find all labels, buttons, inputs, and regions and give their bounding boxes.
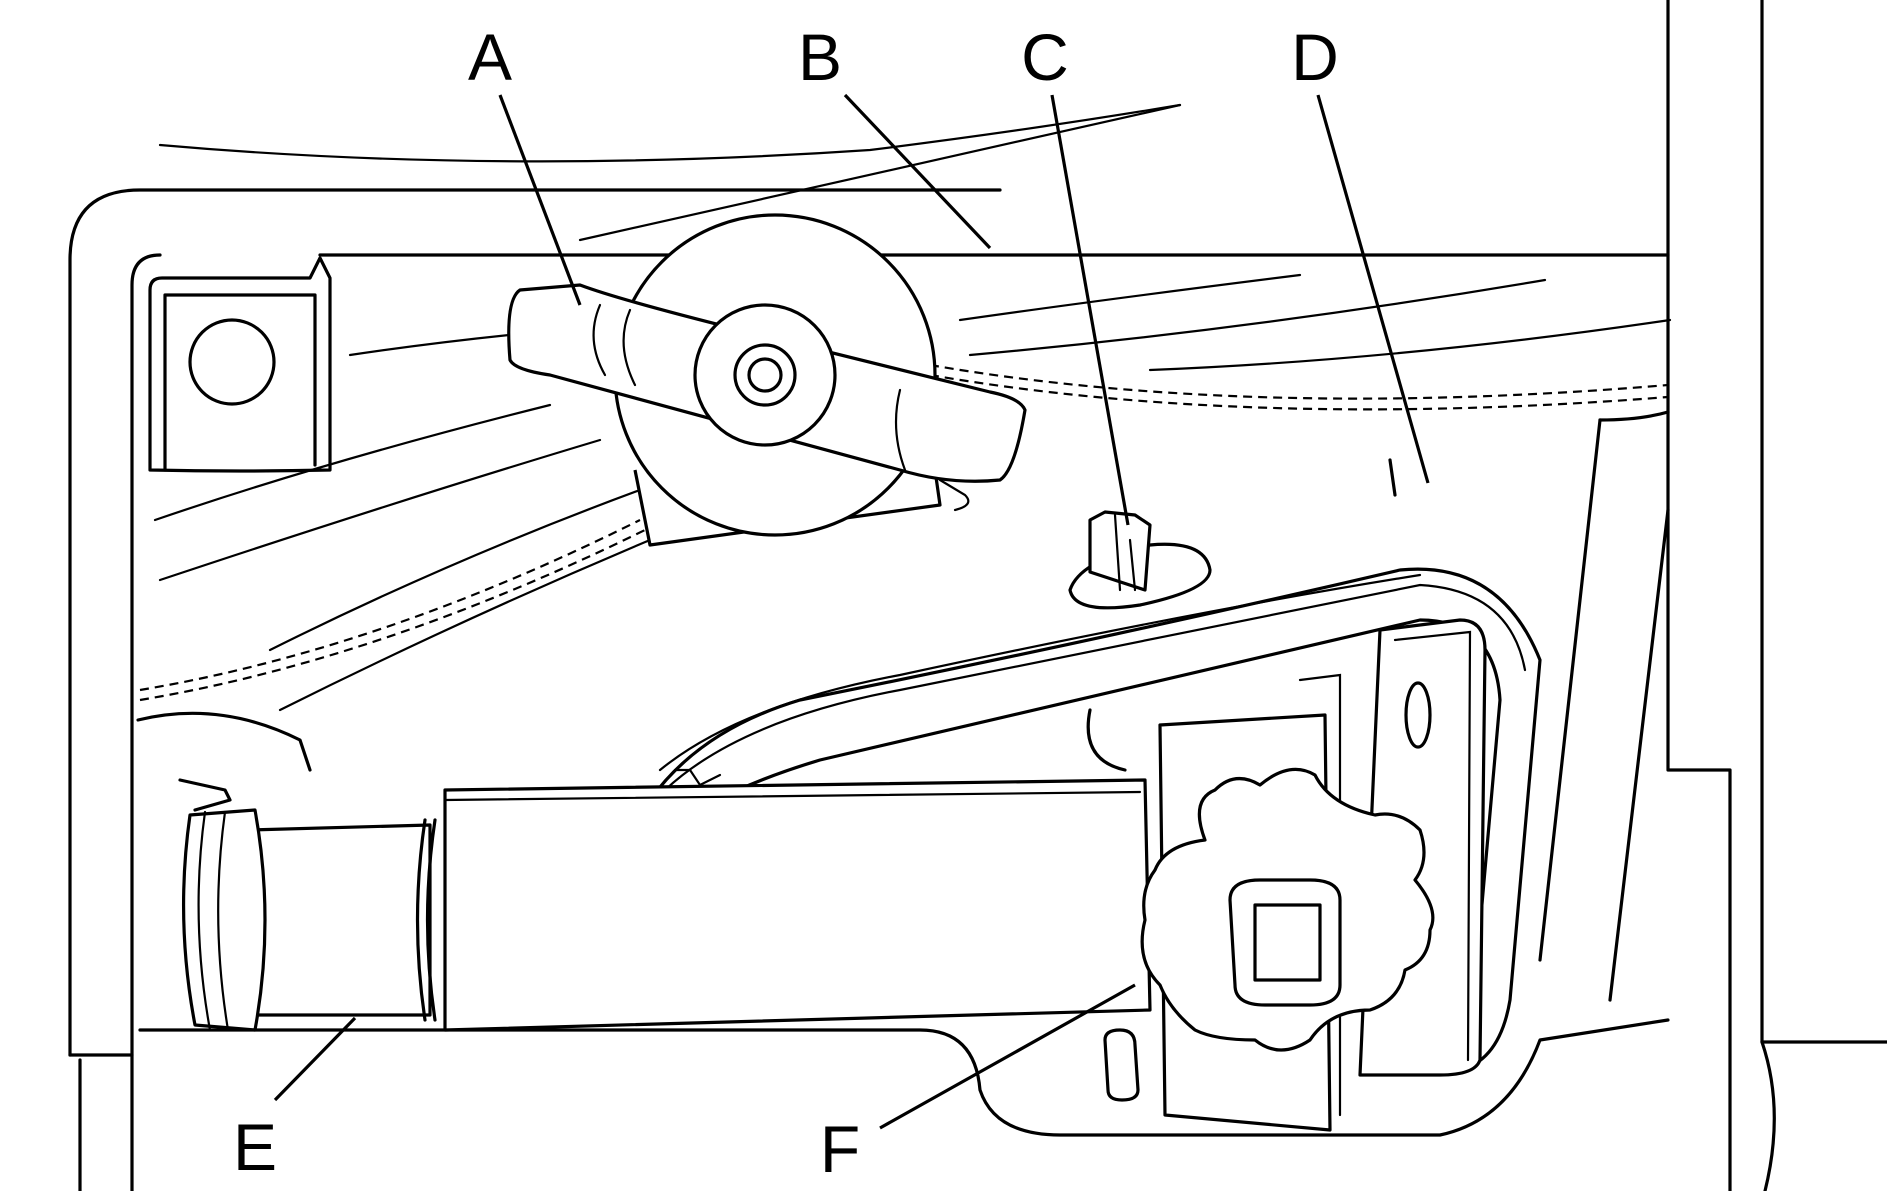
seat-contours	[136, 103, 1672, 772]
callout-label-d: D	[1291, 20, 1339, 94]
leader-line-b	[843, 93, 992, 250]
callout-label-b: B	[798, 20, 842, 94]
callout-labels: A B C D E F	[233, 20, 1339, 1186]
callout-label-e: E	[233, 1110, 277, 1184]
leader-line-d	[1316, 94, 1430, 484]
recliner-handle	[507, 213, 1027, 547]
mounting-tab	[148, 256, 332, 473]
retaining-clip	[1068, 510, 1212, 610]
leader-line-f	[879, 983, 1136, 1130]
flexible-strap	[648, 458, 1542, 1072]
callout-label-c: C	[1021, 20, 1069, 94]
actuator-cylinder	[178, 778, 1152, 1032]
leader-line-a	[498, 94, 582, 306]
side-frame	[1538, 0, 1887, 1191]
leader-line-c	[1050, 94, 1130, 526]
callout-label-a: A	[468, 20, 512, 94]
lobed-knob	[1103, 767, 1435, 1102]
leader-line-e	[273, 1016, 357, 1102]
callout-label-f: F	[820, 1112, 860, 1186]
housing-outline	[68, 188, 1670, 1191]
leader-lines	[273, 93, 1430, 1130]
